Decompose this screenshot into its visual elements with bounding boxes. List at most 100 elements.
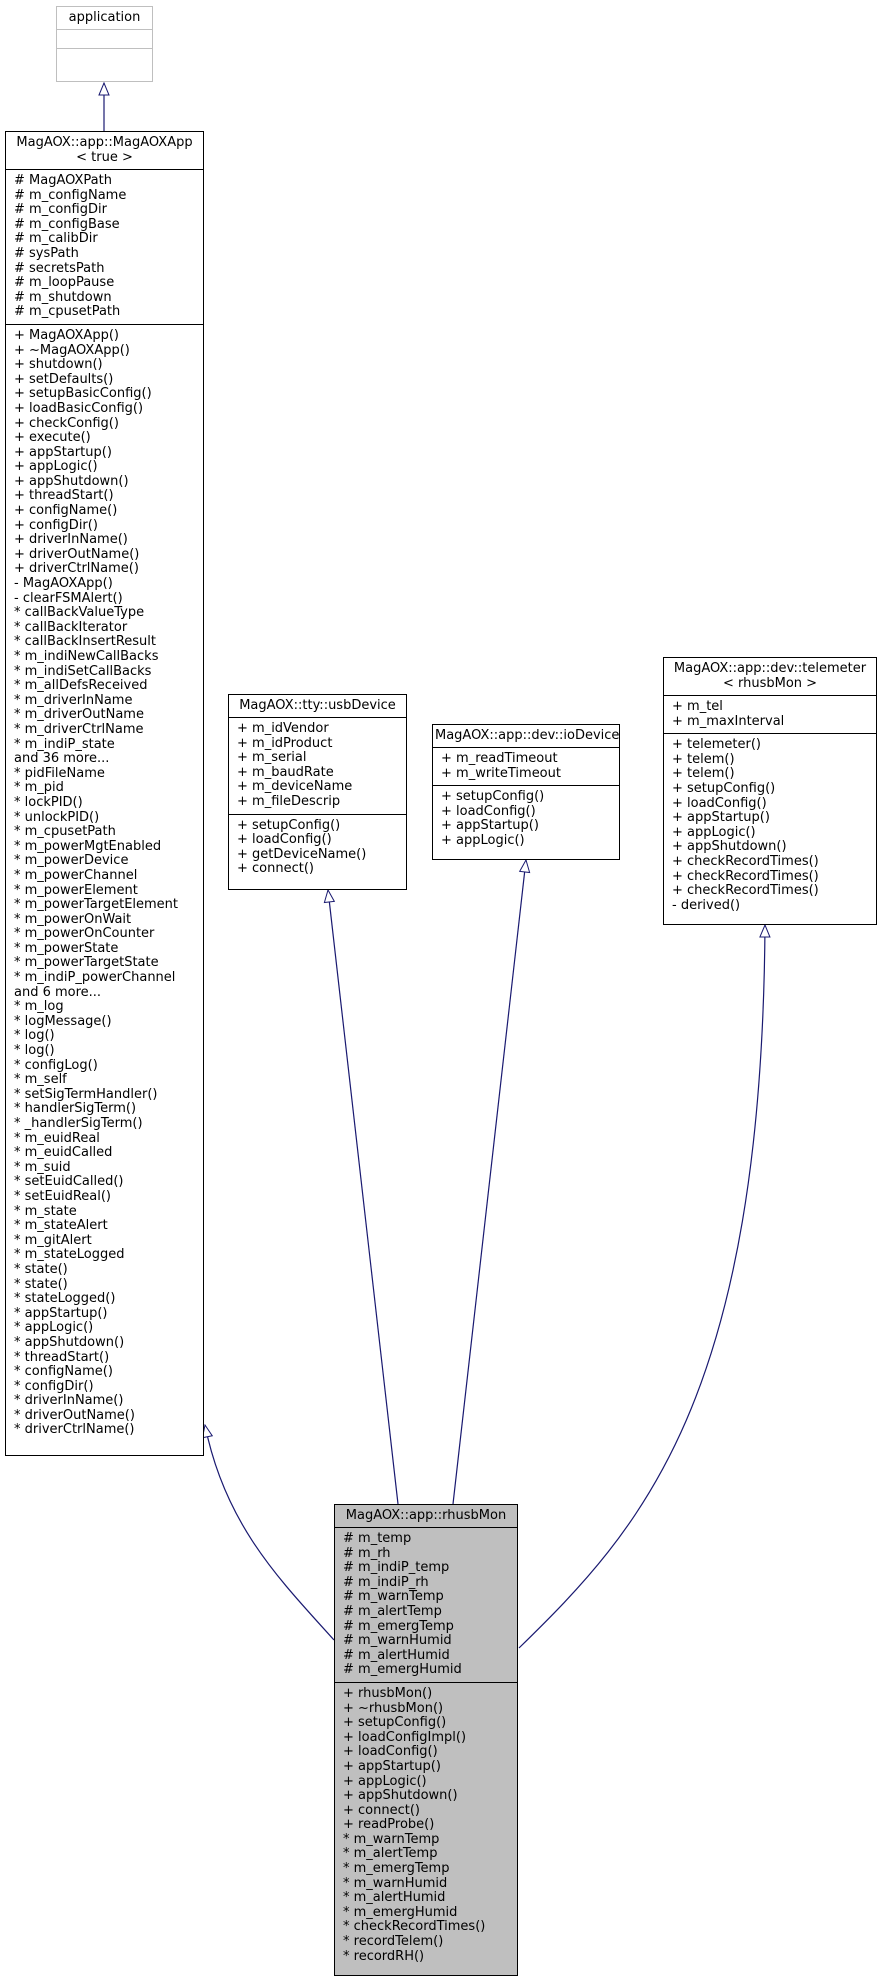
- member-method: + connect(): [237, 861, 314, 877]
- class-name-line: MagAOX::app::MagAOXApp: [16, 135, 193, 150]
- member-method: * m_state: [14, 1203, 77, 1219]
- member-method: * setEuidReal(): [14, 1188, 111, 1204]
- member-method: + setupConfig(): [441, 789, 545, 805]
- member-method: * m_alertTemp: [343, 1846, 438, 1862]
- class-name: MagAOX::app::rhusbMon: [335, 1505, 517, 1528]
- member-method: * m_powerMgtEnabled: [14, 838, 162, 854]
- member-method: * pidFileName: [14, 765, 105, 781]
- member-method: + telem(): [672, 766, 735, 782]
- member-method: + checkConfig(): [14, 415, 119, 431]
- member-method: * m_self: [14, 1072, 67, 1088]
- member-method: - MagAOXApp(): [14, 576, 113, 592]
- member-method: * callBackInsertResult: [14, 634, 156, 650]
- edge-rhusbmon-to-iodevice: [452, 860, 526, 1505]
- member-method: * m_euidReal: [14, 1130, 100, 1146]
- class-name-line: MagAOX::app::dev::ioDevice: [435, 728, 620, 743]
- member-method: + MagAOXApp(): [14, 327, 119, 343]
- member-method: + setupConfig(): [343, 1715, 447, 1731]
- class-methods: + setupConfig()+ loadConfig()+ getDevice…: [229, 813, 406, 881]
- class-name-line: MagAOX::app::rhusbMon: [345, 1508, 507, 1523]
- member-attribute: + m_serial: [237, 750, 307, 766]
- member-method: - derived(): [672, 897, 741, 913]
- member-method: + checkRecordTimes(): [672, 853, 819, 869]
- member-attribute: # m_rh: [343, 1545, 391, 1561]
- member-method: + appLogic(): [672, 824, 756, 840]
- class-box-rhusbmon[interactable]: MagAOX::app::rhusbMon# m_temp# m_rh# m_i…: [334, 1504, 518, 1976]
- edge-rhusbmon-to-usbdevice: [328, 890, 399, 1505]
- member-method: + loadConfig(): [237, 832, 332, 848]
- member-method: * m_alertHumid: [343, 1890, 446, 1906]
- member-method: + connect(): [343, 1802, 420, 1818]
- member-method: + threadStart(): [14, 488, 114, 504]
- class-box-iodevice[interactable]: MagAOX::app::dev::ioDevice+ m_readTimeou…: [432, 724, 620, 860]
- member-method: + appStartup(): [343, 1758, 441, 1774]
- member-method: * m_gitAlert: [14, 1232, 92, 1248]
- member-method: * m_allDefsReceived: [14, 678, 148, 694]
- member-method: * m_indiP_powerChannel: [14, 970, 176, 986]
- member-attribute: # m_temp: [343, 1531, 412, 1546]
- member-method: + telemeter(): [672, 737, 761, 753]
- member-attribute: + m_baudRate: [237, 764, 334, 780]
- member-method: * m_log: [14, 999, 64, 1015]
- member-attribute: + m_readTimeout: [441, 751, 558, 766]
- member-attribute: + m_tel: [672, 699, 723, 714]
- member-method: + loadConfig(): [343, 1744, 438, 1760]
- member-method: * unlockPID(): [14, 809, 100, 825]
- class-name: application: [57, 7, 152, 30]
- member-method: * m_driverCtrlName: [14, 721, 144, 737]
- member-method: + loadBasicConfig(): [14, 400, 144, 416]
- member-attribute: # m_calibDir: [14, 231, 98, 247]
- member-method: + loadConfigImpl(): [343, 1729, 467, 1745]
- member-method: + appShutdown(): [672, 839, 787, 855]
- class-name-line: < rhusbMon >: [722, 676, 818, 691]
- member-method: * m_powerChannel: [14, 867, 138, 883]
- member-method: + appLogic(): [441, 832, 525, 848]
- member-method: * appShutdown(): [14, 1334, 125, 1350]
- member-attribute: + m_writeTimeout: [441, 765, 561, 781]
- member-method: + appLogic(): [14, 459, 98, 475]
- member-method: + appLogic(): [343, 1773, 427, 1789]
- class-box-usbdevice[interactable]: MagAOX::tty::usbDevice+ m_idVendor+ m_id…: [228, 694, 407, 890]
- member-method: * m_powerOnWait: [14, 911, 132, 927]
- member-attribute: + m_fileDescrip: [237, 793, 341, 809]
- class-box-magaoxapp[interactable]: MagAOX::app::MagAOXApp< true ># MagAOXPa…: [5, 131, 204, 1456]
- member-method: * setEuidCalled(): [14, 1174, 124, 1190]
- member-method: * _handlerSigTerm(): [14, 1116, 143, 1131]
- member-attribute: # m_indiP_temp: [343, 1560, 450, 1576]
- member-method: * m_warnHumid: [343, 1875, 448, 1891]
- class-name-line: < true >: [76, 150, 133, 165]
- member-method: + checkRecordTimes(): [672, 883, 819, 899]
- member-method: + setupConfig(): [237, 817, 341, 833]
- member-method: * setSigTermHandler(): [14, 1086, 158, 1102]
- member-attribute: # m_alertTemp: [343, 1603, 442, 1619]
- member-attribute: # m_indiP_rh: [343, 1574, 429, 1590]
- member-attribute: # m_configBase: [14, 216, 120, 232]
- class-attributes: # MagAOXPath# m_configName# m_configDir#…: [6, 170, 203, 324]
- class-box-telemeter[interactable]: MagAOX::app::dev::telemeter< rhusbMon >+…: [663, 657, 877, 925]
- member-method: * m_pid: [14, 780, 64, 796]
- class-name: MagAOX::app::MagAOXApp< true >: [6, 132, 203, 170]
- member-method: * m_indiP_state: [14, 736, 115, 752]
- member-attribute: # m_configDir: [14, 202, 107, 218]
- member-attribute: # m_cpusetPath: [14, 304, 121, 320]
- member-method: * configDir(): [14, 1378, 94, 1394]
- member-method: + driverCtrlName(): [14, 561, 139, 577]
- member-method: + readProbe(): [343, 1817, 435, 1833]
- member-method: * driverOutName(): [14, 1407, 135, 1423]
- member-method: + rhusbMon(): [343, 1685, 433, 1701]
- member-method: * log(): [14, 1043, 55, 1059]
- class-attributes: + m_idVendor+ m_idProduct+ m_serial+ m_b…: [229, 718, 406, 814]
- member-method: * lockPID(): [14, 794, 83, 810]
- class-methods: + setupConfig()+ loadConfig()+ appStartu…: [433, 785, 619, 852]
- member-attribute: + m_idProduct: [237, 735, 333, 751]
- member-method: + configDir(): [14, 517, 98, 533]
- member-method: + execute(): [14, 430, 91, 446]
- member-method: * m_powerTargetElement: [14, 897, 179, 913]
- member-attribute: # m_loopPause: [14, 275, 115, 291]
- member-method: * m_indiSetCallBacks: [14, 663, 152, 679]
- class-box-application[interactable]: application: [56, 6, 153, 82]
- member-method: + appStartup(): [441, 818, 539, 834]
- class-name-line: MagAOX::app::dev::telemeter: [673, 661, 867, 676]
